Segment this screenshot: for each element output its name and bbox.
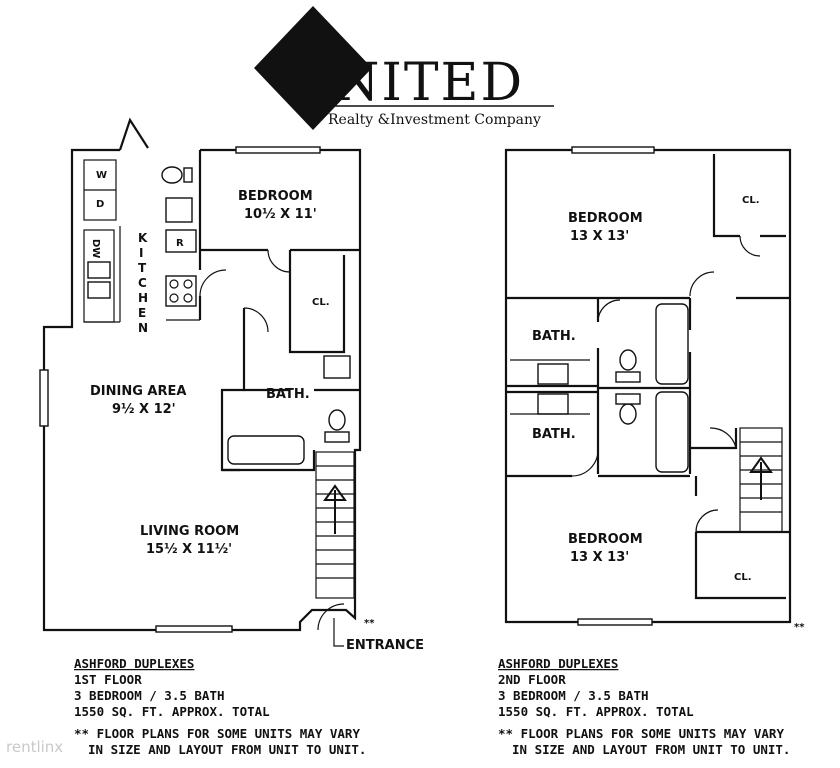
bedroom-size: 10½ X 11'	[244, 207, 317, 222]
caption-2-note1: ** FLOOR PLANS FOR SOME UNITS MAY VARY	[498, 726, 784, 741]
svg-text:N: N	[138, 321, 148, 335]
caption-1-name: ASHFORD DUPLEXES	[74, 656, 194, 671]
company-logo: UNITED Realty &Investment Company	[254, 6, 554, 130]
bath-2-label: BATH.	[532, 427, 576, 442]
fridge-label: R	[176, 238, 184, 249]
bedroom-top-size: 13 X 13'	[570, 229, 629, 244]
caption-2-beds: 3 BEDROOM / 3.5 BATH	[498, 688, 649, 703]
bedroom-bottom-name: BEDROOM	[568, 532, 643, 547]
first-floor-plan: W D DW R KI TC HE N BEDROOM 10½ X 11	[39, 117, 424, 653]
caption-1-note2: IN SIZE AND LAYOUT FROM UNIT TO UNIT.	[88, 742, 366, 757]
washer-label: W	[96, 170, 107, 181]
entrance-label: ENTRANCE	[346, 638, 424, 653]
svg-text:E: E	[138, 306, 146, 320]
caption-2-note2: IN SIZE AND LAYOUT FROM UNIT TO UNIT.	[512, 742, 790, 757]
second-floor-plan: CL. BEDROOM 13 X 13' BATH. BATH.	[504, 146, 805, 633]
bedroom-bottom-size: 13 X 13'	[570, 550, 629, 565]
svg-text:H: H	[138, 291, 148, 305]
stairs-up-arrow-icon	[323, 484, 347, 534]
second-floor-marker: **	[794, 622, 805, 633]
bedroom-name: BEDROOM	[238, 189, 313, 204]
svg-text:K: K	[138, 231, 148, 245]
bath-1-label: BATH.	[532, 329, 576, 344]
logo-brand: UNITED	[288, 53, 524, 113]
caption-1-floor: 1ST FLOOR	[74, 672, 142, 687]
dining-name: DINING AREA	[90, 384, 186, 399]
dishwasher-label: DW	[90, 239, 101, 258]
bath-label: BATH.	[266, 387, 310, 402]
caption-2-floor: 2ND FLOOR	[498, 672, 566, 687]
logo-tagline: Realty &Investment Company	[328, 112, 541, 128]
caption-2-name: ASHFORD DUPLEXES	[498, 656, 618, 671]
second-floor-caption: ASHFORD DUPLEXES 2ND FLOOR 3 BEDROOM / 3…	[498, 656, 790, 757]
closet-bottom-label: CL.	[734, 572, 752, 583]
first-floor-marker: **	[364, 618, 375, 629]
svg-text:T: T	[138, 261, 147, 275]
living-name: LIVING ROOM	[140, 524, 239, 539]
closet-top-label: CL.	[742, 195, 760, 206]
caption-2-area: 1550 SQ. FT. APPROX. TOTAL	[498, 704, 694, 719]
stairs-up-arrow-icon-2	[749, 456, 773, 500]
closet-label: CL.	[312, 297, 330, 308]
bedroom-top-name: BEDROOM	[568, 211, 643, 226]
watermark: rentlinx	[6, 738, 63, 756]
caption-1-beds: 3 BEDROOM / 3.5 BATH	[74, 688, 225, 703]
kitchen-label: KI TC HE N	[138, 231, 148, 335]
dryer-label: D	[96, 199, 104, 210]
svg-text:I: I	[139, 246, 143, 260]
caption-1-note1: ** FLOOR PLANS FOR SOME UNITS MAY VARY	[74, 726, 360, 741]
first-floor-caption: ASHFORD DUPLEXES 1ST FLOOR 3 BEDROOM / 3…	[74, 656, 366, 757]
living-size: 15½ X 11½'	[146, 542, 232, 557]
svg-text:C: C	[138, 276, 147, 290]
dining-size: 9½ X 12'	[112, 402, 176, 417]
caption-1-area: 1550 SQ. FT. APPROX. TOTAL	[74, 704, 270, 719]
